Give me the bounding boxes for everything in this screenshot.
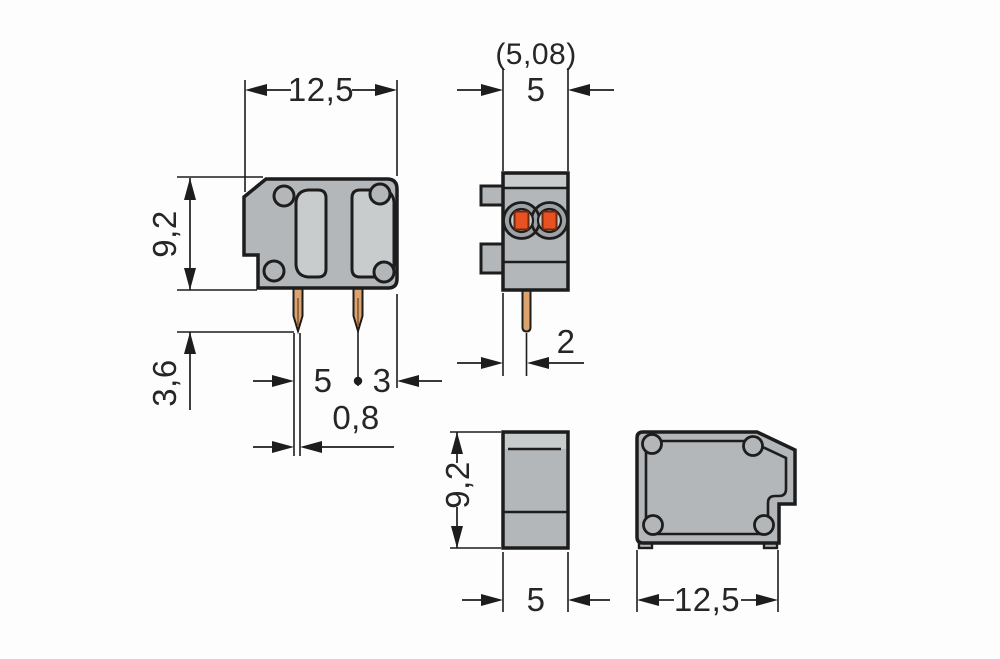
push-button-right (541, 210, 558, 231)
housing-top-band (505, 175, 566, 188)
dimension-profile-depth: 5 (462, 552, 610, 618)
wire-slot-left (294, 188, 328, 279)
dimension-pin-length: 3,6 (146, 331, 294, 410)
dim-label-pin-pitch: 5 (314, 362, 333, 399)
dim-label-rear-width: 12,5 (674, 581, 740, 618)
dim-label-side-height: 9,2 (146, 210, 183, 257)
dimension-pin-pitch-and-edge: 5 3 (253, 362, 442, 399)
dim-arrow-left (300, 441, 322, 453)
dim-arrow-up (451, 432, 463, 454)
dimension-side-height: 9,2 (146, 176, 263, 291)
pin-edge-extension-lines (293, 333, 301, 456)
dimension-pin-offset: 2 (457, 293, 584, 376)
dim-arrow-right (375, 84, 397, 96)
dim-arrow-left (568, 594, 590, 606)
dimension-front-width: (5,08) 5 (457, 38, 614, 171)
dim-arrow-down (184, 268, 196, 290)
extension-lines (502, 552, 569, 612)
housing-hole (368, 182, 392, 206)
dim-arrow-right (272, 441, 294, 453)
profile-view (501, 430, 570, 550)
dim-label-pin-offset: 2 (557, 323, 576, 360)
dim-label-pin-width: 0,8 (332, 399, 379, 436)
housing-hole (272, 184, 296, 208)
dim-arrow-left (527, 357, 549, 369)
dim-label-pin-length: 3,6 (146, 359, 183, 406)
profile-top-strip (505, 434, 566, 449)
dim-arrow-right (481, 357, 503, 369)
dim-arrow-down (451, 526, 463, 548)
dimension-pin-width: 0,8 (253, 399, 394, 453)
housing-hole (753, 514, 775, 536)
dim-label-grid-pitch: (5,08) (495, 38, 576, 71)
dim-arrow-up (184, 332, 196, 354)
housing-hole (372, 260, 396, 284)
extension-lines (502, 68, 569, 171)
rear-housing (635, 430, 797, 545)
profile-housing (501, 430, 570, 550)
dim-arrow-left (245, 84, 267, 96)
front-view (479, 171, 570, 333)
dim-arrow-left (397, 375, 419, 387)
dim-label-profile-height: 9,2 (439, 461, 476, 508)
extension-lines (450, 431, 501, 549)
solder-pin-front (521, 289, 532, 333)
wire-slot-right (350, 188, 396, 279)
solder-pin-right (352, 285, 364, 335)
dimension-profile-height: 9,2 (439, 431, 501, 549)
housing-hole (262, 259, 286, 283)
clamp-ports (502, 201, 569, 240)
dim-origin-dot (353, 376, 363, 386)
solder-pin-left (292, 285, 304, 335)
dim-arrow-right (481, 594, 503, 606)
dim-arrow-right (272, 375, 294, 387)
dim-label-front-width: 5 (527, 71, 546, 108)
dim-arrow-left (637, 594, 659, 606)
extension-lines (636, 550, 779, 612)
side-view (242, 177, 399, 335)
dimension-rear-width: 12,5 (636, 550, 779, 618)
housing-hole (742, 435, 764, 457)
dim-arrow-left (568, 84, 590, 96)
dim-label-pin-to-edge: 3 (373, 362, 392, 399)
dim-label-side-width: 12,5 (288, 71, 354, 108)
dim-arrow-right (756, 594, 778, 606)
housing-hole (642, 514, 664, 536)
push-button-left (513, 210, 530, 231)
dim-label-profile-depth: 5 (527, 581, 546, 618)
housing-hole (641, 433, 663, 455)
rear-view (635, 430, 797, 550)
dim-arrow-right (481, 84, 503, 96)
dim-arrow-up (184, 178, 196, 200)
dimension-side-width: 12,5 (244, 71, 398, 192)
